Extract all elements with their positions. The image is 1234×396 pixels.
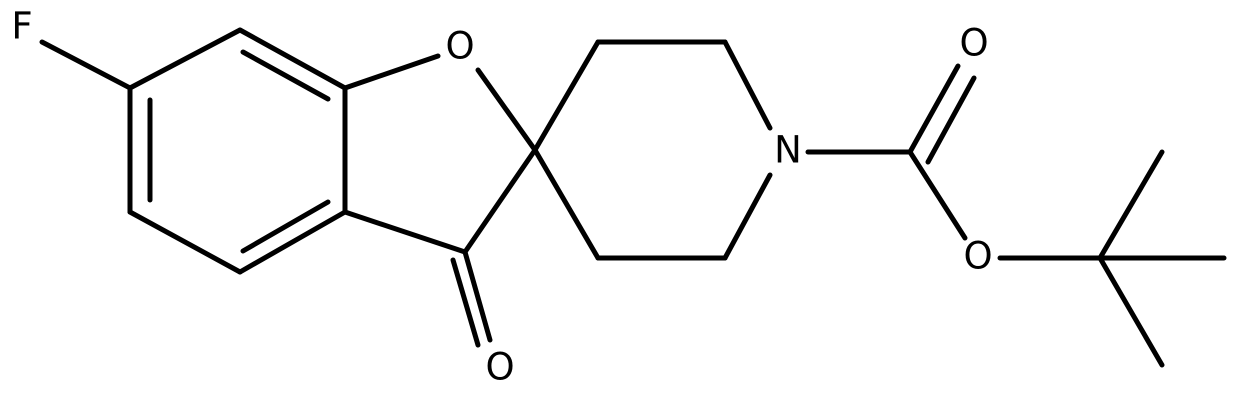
bond-c6-f <box>39 39 133 91</box>
bond-pip-bottom-c2 <box>532 147 601 261</box>
atom-label-fluorine: F <box>11 5 32 48</box>
bond-carbonyl-o-b <box>925 75 977 165</box>
bond-c3a-c4 <box>237 209 348 275</box>
bond-c7-c7a-inner <box>240 49 331 102</box>
bond-c3a-c4-inner <box>240 199 331 254</box>
atom-labels: F O N O O O <box>11 5 992 389</box>
atom-label-ring-oxygen: O <box>445 25 474 68</box>
atom-label-nitrogen: N <box>774 129 802 172</box>
bond-c2-c3 <box>462 147 538 255</box>
atom-label-ester-oxygen: O <box>963 235 992 278</box>
bond-cq-me1 <box>1097 149 1165 261</box>
bond-c4-c5 <box>127 209 243 275</box>
bond-cq-me3 <box>1097 255 1165 368</box>
bond-c6-c7 <box>127 27 243 91</box>
bond-c2-pip-top <box>532 39 601 153</box>
bond-c7-c7a <box>237 27 348 91</box>
bond-c3-o-ketone-b <box>450 257 481 348</box>
bond-carbonyl-o-ester <box>907 149 968 241</box>
bonds <box>39 27 1227 368</box>
bond-pip-top-n <box>722 39 773 131</box>
bond-o1-c2 <box>475 67 538 153</box>
atom-label-boc-carbonyl-oxygen: O <box>959 22 988 65</box>
atom-label-ketone-oxygen: O <box>485 346 514 389</box>
bond-c3-o-ketone-a <box>462 249 493 343</box>
bond-c3-c3a <box>342 209 468 255</box>
bond-carbonyl-o-a <box>907 63 961 155</box>
bond-c7a-o1 <box>342 53 441 91</box>
bond-n-pip-bottom <box>722 172 773 261</box>
